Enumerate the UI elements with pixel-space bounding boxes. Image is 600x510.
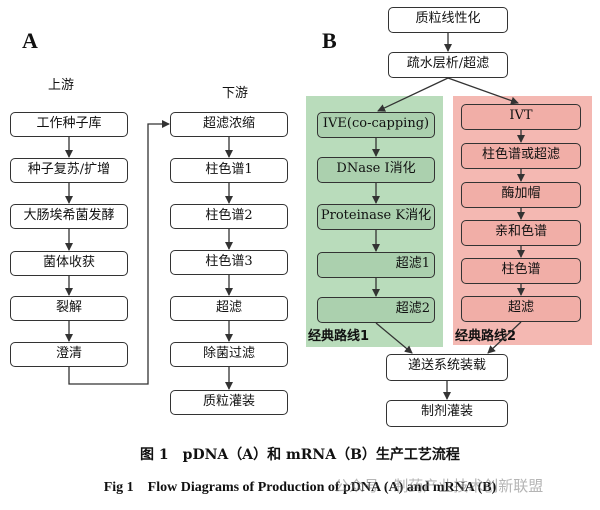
arrow-up-to-down — [68, 120, 170, 385]
caption-zh: 图 1 pDNA（A）和 mRNA（B）生产工艺流程 — [140, 447, 460, 463]
downstream-header: 下游 — [222, 86, 249, 101]
bottom-step-2: 制剂灌装 — [386, 400, 508, 427]
downstream-step-7: 质粒灌装 — [170, 390, 288, 415]
downstream-step-2: 柱色谱1 — [170, 158, 288, 183]
route-1-step-4: 超滤1 — [317, 252, 435, 278]
upstream-step-6: 澄清 — [10, 342, 128, 367]
arrow-route2-to-loading — [487, 321, 522, 354]
bottom-step-1: 递送系统装载 — [386, 354, 508, 381]
panel-a-label: A — [22, 28, 38, 53]
upstream-header: 上游 — [48, 78, 75, 93]
upstream-step-1: 工作种子库 — [10, 112, 128, 137]
arrow-top-to-route1 — [377, 77, 449, 112]
route-1-step-2: DNase I消化 — [317, 157, 435, 183]
route-2-step-3: 酶加帽 — [461, 182, 581, 208]
arrow-route1-to-loading — [375, 322, 413, 354]
route-2-step-6: 超滤 — [461, 296, 581, 322]
downstream-step-4: 柱色谱3 — [170, 250, 288, 275]
watermark: 公众号 · 制药产业技术创新联盟 — [334, 477, 544, 495]
downstream-step-3: 柱色谱2 — [170, 204, 288, 229]
caption-en: Fig 1 Flow Diagrams of Production of pDN… — [103, 480, 497, 495]
route-1-step-3: Proteinase K消化 — [317, 204, 435, 230]
route-1-step-5: 超滤2 — [317, 297, 435, 323]
top-step-2: 疏水层析/超滤 — [388, 52, 508, 78]
upstream-step-4: 菌体收获 — [10, 251, 128, 276]
arrow-top-to-route2 — [447, 77, 519, 105]
downstream-step-5: 超滤 — [170, 296, 288, 321]
top-step-1: 质粒线性化 — [388, 7, 508, 33]
upstream-step-2: 种子复苏/扩增 — [10, 158, 128, 183]
route-2-step-1: IVT — [461, 104, 581, 130]
upstream-step-3: 大肠埃希菌发酵 — [10, 204, 128, 229]
upstream-step-5: 裂解 — [10, 296, 128, 321]
panel-b-label: B — [322, 28, 337, 53]
route-1-step-1: IVE(co-capping) — [317, 112, 435, 138]
downstream-step-1: 超滤浓缩 — [170, 112, 288, 137]
route-2-step-4: 亲和色谱 — [461, 220, 581, 246]
route-1-label: 经典路线1 — [308, 329, 370, 344]
route-2-step-5: 柱色谱 — [461, 258, 581, 284]
route-2-step-2: 柱色谱或超滤 — [461, 143, 581, 169]
downstream-step-6: 除菌过滤 — [170, 342, 288, 367]
